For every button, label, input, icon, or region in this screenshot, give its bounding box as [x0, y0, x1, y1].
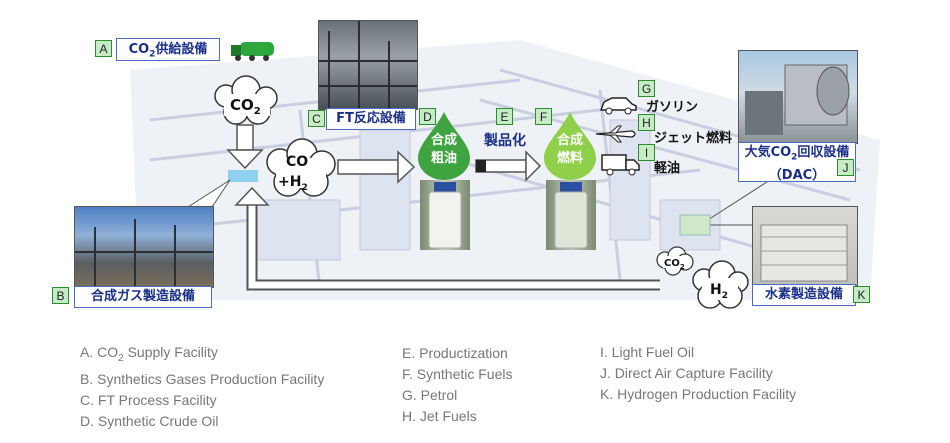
- h2-bubble-text: +H: [278, 174, 301, 190]
- h2-small-bubble-text: H: [710, 282, 722, 298]
- synthetic-fuel-drop: 合成 燃料: [544, 112, 596, 180]
- syngas-facility-label: 合成ガス製造設備: [74, 286, 212, 308]
- svg-text:CO2: CO2: [230, 96, 261, 117]
- gasoline-label: ガソリン: [646, 100, 699, 115]
- bottle-image: [554, 182, 588, 249]
- tanker-truck-icon: [231, 42, 274, 61]
- h2-cloud-bubble: H2: [692, 260, 749, 309]
- tag-i: I: [638, 144, 655, 161]
- legend-item-a: A. CO2 Supply Facility: [80, 344, 218, 364]
- co2-cloud-bubble: CO2: [214, 75, 278, 125]
- jet-fuel-label: ジェット燃料: [654, 131, 733, 146]
- process-diagram: A CO2供給設備 CO2 CO +H2 C FT反応設備 D: [52, 20, 880, 309]
- tag-a: A: [95, 40, 112, 57]
- hydrogen-facility-photo: [752, 206, 858, 286]
- tag-h: H: [638, 114, 655, 131]
- svg-text:CO2: CO2: [664, 258, 685, 271]
- h2-small-bubble-sub: 2: [722, 291, 728, 301]
- tag-g: G: [638, 80, 655, 97]
- h2-bubble-sub: 2: [301, 183, 307, 193]
- dac-facility-photo: [738, 50, 858, 144]
- tag-d: D: [419, 108, 436, 125]
- ft-plant-image: [319, 21, 417, 109]
- tag-b: B: [52, 287, 69, 304]
- hydrogen-facility-label: 水素製造設備: [752, 284, 856, 306]
- fuel-drop-line1: 合成: [557, 132, 583, 148]
- productization-label: 製品化: [484, 133, 526, 149]
- co-bubble-text: CO: [286, 154, 308, 170]
- legend-item-e: E. Productization: [402, 345, 508, 361]
- legend-col-1: A. CO2 Supply Facility B. Synthetics Gas…: [80, 342, 324, 432]
- legend-item-g: G. Petrol: [402, 387, 458, 403]
- co2-supply-label: CO2供給設備: [116, 38, 220, 61]
- co-h2-cloud-bubble: CO +H2: [266, 138, 336, 197]
- fuel-drop-line2: 燃料: [557, 150, 583, 166]
- tag-k: K: [853, 286, 870, 303]
- dac-facility-label: 大気CO2回収設備 （DAC）: [738, 142, 856, 183]
- small-co2-bubble: CO2: [656, 246, 694, 276]
- svg-text:H2: H2: [710, 282, 728, 301]
- legend-col-2: E. Productization F. Synthetic Fuels G. …: [402, 343, 513, 427]
- light-oil-label: 軽油: [654, 161, 681, 176]
- syngas-facility-photo: [74, 206, 214, 288]
- small-co2-text: CO: [664, 258, 680, 269]
- tag-j: J: [837, 159, 854, 176]
- legend-col-3: I. Light Fuel Oil J. Direct Air Capture …: [600, 342, 796, 405]
- legend-item-k: K. Hydrogen Production Facility: [600, 386, 797, 402]
- crude-drop-line1: 合成: [431, 132, 457, 148]
- svg-text:+H2: +H2: [278, 174, 308, 193]
- legend-item-h: H. Jet Fuels: [402, 408, 477, 424]
- dac-plant-image: [745, 64, 850, 135]
- tag-f: F: [535, 108, 552, 125]
- bottle-image: [428, 182, 462, 249]
- co2-bubble-sub: 2: [254, 106, 261, 117]
- legend-item-f: F. Synthetic Fuels: [402, 366, 513, 382]
- plant-background: [130, 40, 880, 300]
- synthetic-crude-drop: 合成 粗油: [418, 112, 470, 180]
- hydrogen-plant-image: [760, 224, 848, 282]
- legend-item-i: I. Light Fuel Oil: [600, 344, 695, 360]
- legend-item-c: C. FT Process Facility: [80, 391, 217, 408]
- crude-drop-line2: 粗油: [431, 150, 457, 166]
- small-co2-sub: 2: [680, 263, 685, 271]
- crude-oil-bottle-photo: [420, 180, 470, 250]
- car-icon: [599, 97, 637, 115]
- legend-item-d: D. Synthetic Crude Oil: [80, 412, 219, 429]
- tag-e: E: [496, 108, 513, 125]
- ft-facility-photo: [318, 20, 418, 110]
- synthetic-fuel-bottle-photo: [546, 180, 596, 250]
- legend-item-b: B. Synthetics Gases Production Facility: [80, 370, 325, 387]
- tag-c: C: [308, 110, 325, 127]
- airplane-icon: [595, 125, 636, 143]
- co2-bubble-text: CO: [230, 96, 254, 114]
- truck-icon: [601, 154, 640, 176]
- legend-item-j: J. Direct Air Capture Facility: [600, 365, 773, 381]
- syngas-plant-image: [75, 219, 213, 287]
- ft-facility-label: FT反応設備: [326, 108, 416, 130]
